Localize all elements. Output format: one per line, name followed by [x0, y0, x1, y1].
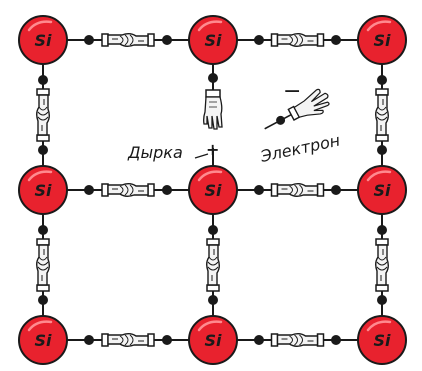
handshake-icon: [101, 332, 155, 348]
electron-dot: [208, 73, 218, 83]
electron-dot: [254, 335, 264, 345]
handshake-icon: [270, 332, 325, 348]
electron-dot: [377, 145, 387, 155]
atom-highlight: [197, 170, 223, 182]
handshake-icon: [37, 89, 50, 141]
atom-symbol: Si: [34, 31, 52, 50]
electron-dot: [208, 225, 218, 235]
electron-dot: [331, 185, 341, 195]
atom-r1-c1: Si: [188, 165, 238, 215]
open-hand-icon: [203, 89, 223, 130]
electron-dot: [162, 335, 172, 345]
electron-dot: [38, 295, 48, 305]
electron-dot: [331, 335, 341, 345]
electron-dot: [377, 295, 387, 305]
atom-highlight: [197, 20, 223, 32]
atom-r1-c2: Si: [357, 165, 407, 215]
pointing-hand-icon: [264, 88, 330, 130]
handshake-icon: [37, 239, 50, 291]
handshake-icon: [376, 89, 389, 141]
electron-dot: [38, 145, 48, 155]
atom-symbol: Si: [373, 181, 391, 200]
electron-dot: [84, 35, 94, 45]
electron-dot: [38, 75, 48, 85]
atom-symbol: Si: [204, 331, 222, 350]
atom-r2-c2: Si: [357, 315, 407, 365]
handshake-icon: [101, 182, 155, 198]
hole-label: Дырка: [127, 143, 183, 162]
electron-dot: [162, 35, 172, 45]
hole-label-underline: [194, 153, 209, 159]
electron-dots: [38, 35, 387, 345]
electron-dot: [254, 35, 264, 45]
electron-dot: [377, 75, 387, 85]
atom-highlight: [366, 20, 392, 32]
handshake-icon: [270, 182, 325, 198]
atom-symbol: Si: [204, 31, 222, 50]
handshake-icon: [270, 32, 325, 48]
electron-dot: [162, 185, 172, 195]
atom-symbol: Si: [204, 181, 222, 200]
atom-highlight: [197, 320, 223, 332]
electron-dot: [84, 335, 94, 345]
atom-r0-c1: Si: [188, 15, 238, 65]
electron-dot: [208, 295, 218, 305]
atom-highlight: [27, 170, 53, 182]
handshake-icon: [207, 239, 220, 291]
atom-highlight: [27, 20, 53, 32]
atom-r0-c0: Si: [18, 15, 68, 65]
electron-dot: [38, 225, 48, 235]
atom-symbol: Si: [373, 331, 391, 350]
atom-r2-c0: Si: [18, 315, 68, 365]
handshake-icon: [101, 32, 155, 48]
atom-highlight: [366, 170, 392, 182]
atom-highlight: [366, 320, 392, 332]
hole-sign: +: [206, 140, 219, 159]
atom-r1-c0: Si: [18, 165, 68, 215]
electron-label: Электрон: [258, 131, 342, 167]
atom-symbol: Si: [373, 31, 391, 50]
electron-dot: [254, 185, 264, 195]
electron-dot: [84, 185, 94, 195]
atom-highlight: [27, 320, 53, 332]
handshake-icon: [376, 239, 389, 291]
atom-symbol: Si: [34, 181, 52, 200]
atom-r2-c1: Si: [188, 315, 238, 365]
electron-dot: [331, 35, 341, 45]
electron-dot: [377, 225, 387, 235]
electron-sign: −: [283, 79, 301, 104]
atom-symbol: Si: [34, 331, 52, 350]
atom-r0-c2: Si: [357, 15, 407, 65]
